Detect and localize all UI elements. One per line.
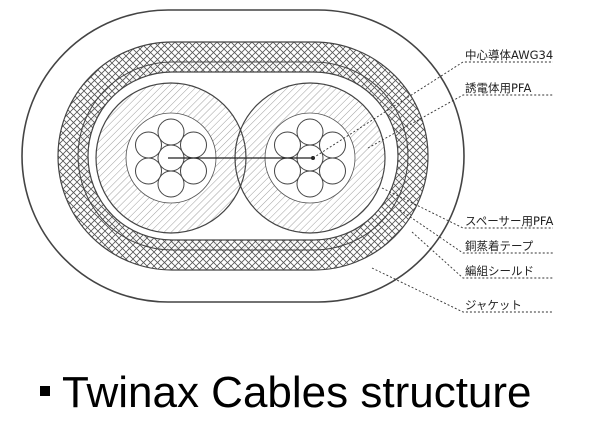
label-braid-shield: 編組シールド (465, 264, 534, 278)
label-copper-tape: 銅蒸着テープ (465, 239, 534, 253)
label-spacer: スペーサー用PFA (465, 214, 554, 228)
leader-lines (312, 61, 553, 313)
label-conductor: 中心導体AWG34 (465, 48, 554, 62)
label-jacket: ジャケット (465, 298, 522, 312)
twinax-cable-cross-section (21, 9, 553, 313)
label-dielectric: 誘電体用PFA (465, 81, 532, 95)
caption: Twinax Cables structure (40, 368, 532, 418)
bullet-icon (40, 386, 50, 397)
caption-text: Twinax Cables structure (62, 368, 532, 417)
